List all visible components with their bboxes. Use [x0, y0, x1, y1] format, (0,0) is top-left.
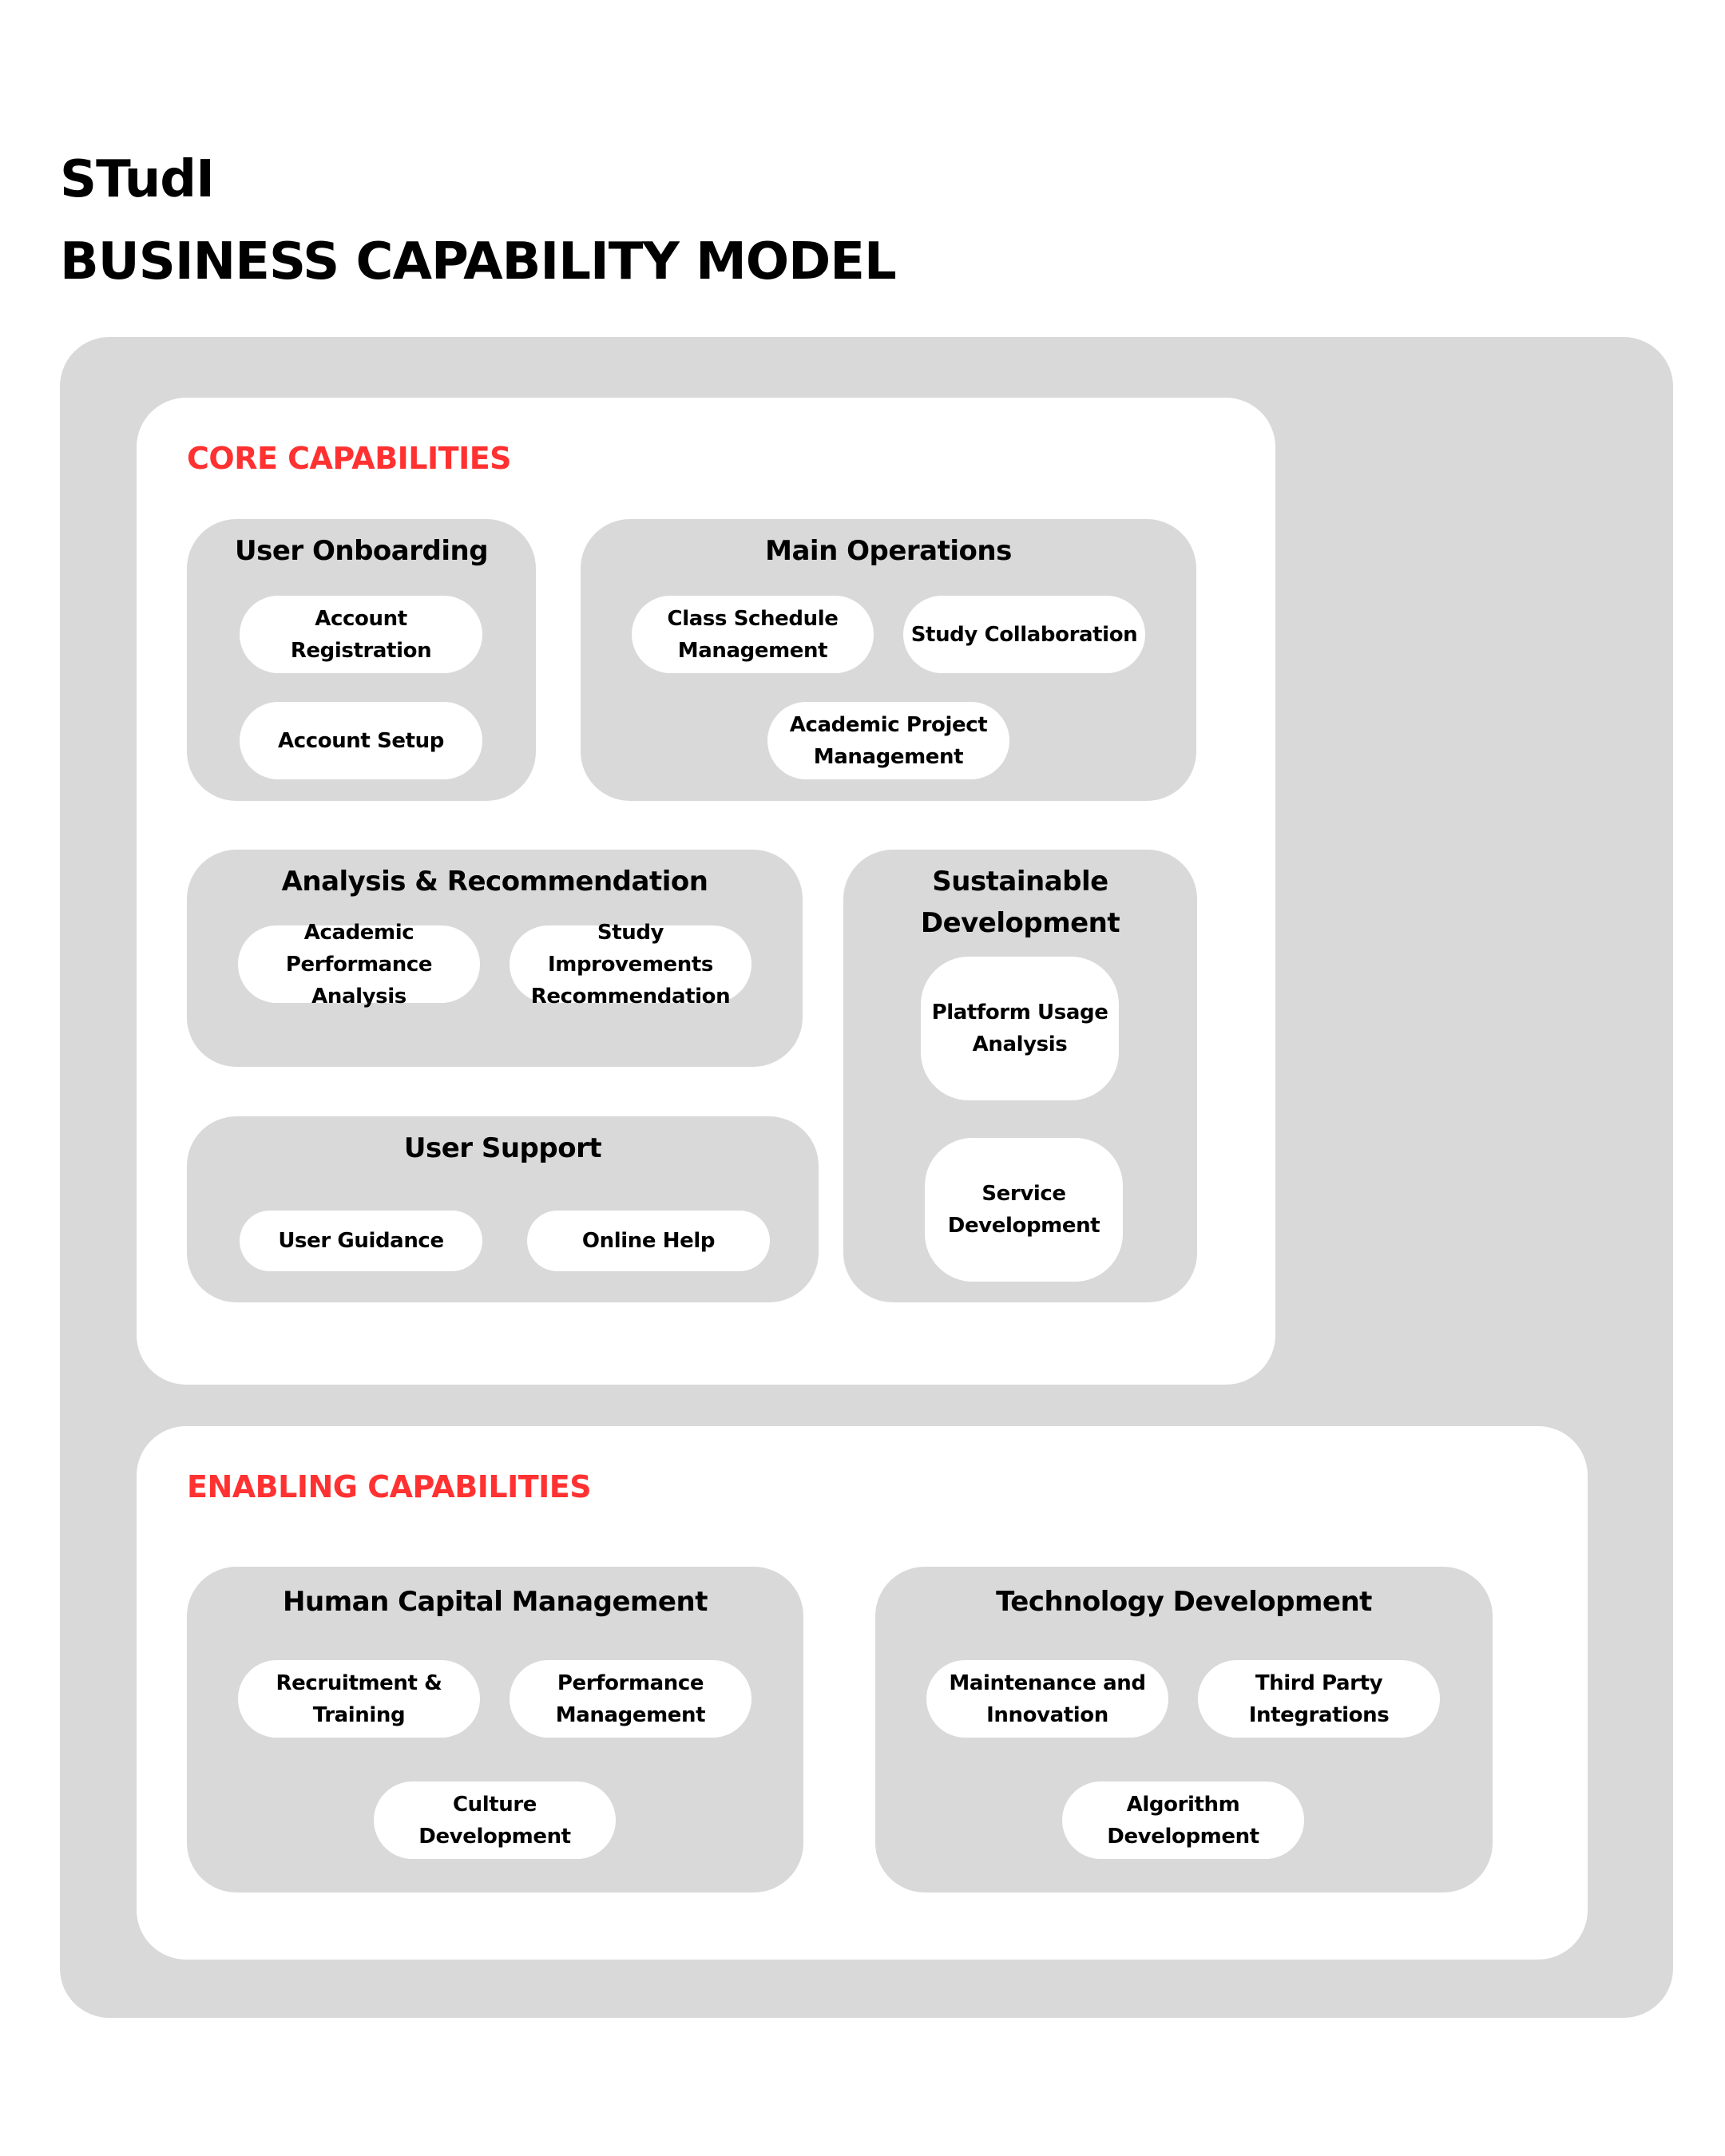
capability-academic-project-management: Academic Project Management — [767, 702, 1009, 779]
capability-service-development: Service Development — [925, 1138, 1123, 1282]
capability-account-registration: Account Registration — [240, 596, 482, 673]
capability-culture-development: Culture Development — [374, 1781, 616, 1859]
capability-maintenance-innovation: Maintenance and Innovation — [926, 1660, 1168, 1738]
page-title: BUSINESS CAPABILITY MODEL — [60, 232, 897, 291]
capability-algorithm-development: Algorithm Development — [1062, 1781, 1304, 1859]
group-human-capital-management: Human Capital Management Recruitment & T… — [187, 1567, 803, 1892]
group-main-operations: Main Operations Class Schedule Managemen… — [581, 519, 1196, 801]
capability-account-setup: Account Setup — [240, 702, 482, 779]
group-title-main-operations: Main Operations — [765, 535, 1012, 567]
capability-performance-management: Performance Management — [510, 1660, 751, 1738]
group-sustainable-development: Sustainable Development Platform Usage A… — [843, 850, 1197, 1302]
capability-platform-usage-analysis: Platform Usage Analysis — [921, 957, 1119, 1100]
group-title-analysis-recommendation: Analysis & Recommendation — [281, 866, 708, 898]
group-title-human-capital-management: Human Capital Management — [283, 1586, 708, 1618]
capability-recruitment-training: Recruitment & Training — [238, 1660, 480, 1738]
group-title-technology-development: Technology Development — [996, 1586, 1372, 1618]
enabling-capabilities-title: ENABLING CAPABILITIES — [187, 1469, 592, 1504]
page-title-brand: STudI — [60, 150, 215, 209]
enabling-capabilities-section: ENABLING CAPABILITIES Human Capital Mana… — [137, 1426, 1588, 1960]
capability-user-guidance: User Guidance — [240, 1211, 482, 1271]
group-user-onboarding: User Onboarding Account Registration Acc… — [187, 519, 536, 801]
group-title-sustainable-development: Sustainable Development — [920, 866, 1120, 939]
group-user-support: User Support User Guidance Online Help — [187, 1116, 819, 1302]
capability-third-party-integrations: Third Party Integrations — [1198, 1660, 1440, 1738]
group-analysis-recommendation: Analysis & Recommendation Academic Perfo… — [187, 850, 803, 1067]
capability-study-improvements-recommendation: Study Improvements Recommendation — [510, 921, 751, 1009]
capability-model-container: CORE CAPABILITIES User Onboarding Accoun… — [60, 337, 1673, 2018]
group-title-user-onboarding: User Onboarding — [234, 535, 489, 567]
capability-study-collaboration: Study Collaboration — [903, 596, 1145, 673]
group-title-user-support: User Support — [403, 1132, 602, 1164]
capability-class-schedule-management: Class Schedule Management — [632, 596, 874, 673]
capability-academic-performance-analysis: Academic Performance Analysis — [238, 921, 480, 1009]
core-capabilities-title: CORE CAPABILITIES — [187, 441, 512, 476]
capability-online-help: Online Help — [527, 1211, 770, 1271]
group-technology-development: Technology Development Maintenance and I… — [875, 1567, 1493, 1892]
core-capabilities-section: CORE CAPABILITIES User Onboarding Accoun… — [137, 398, 1275, 1385]
